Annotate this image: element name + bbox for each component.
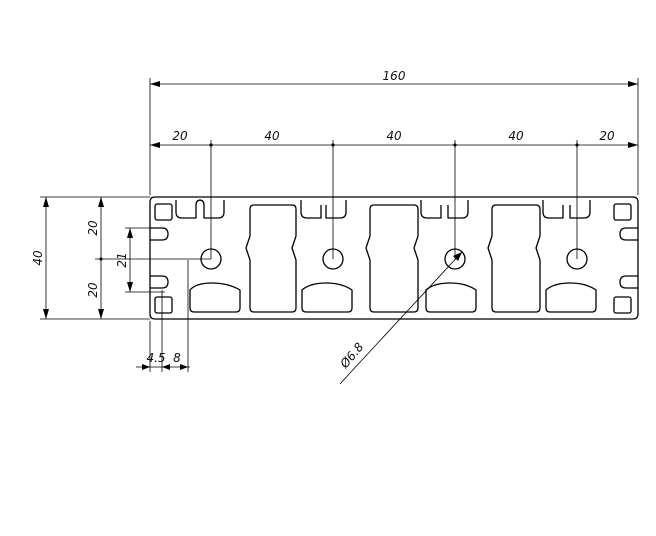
horizontal-dimensions: 160 20 40 40 40 20 [149,69,639,259]
vertical-dimensions: 40 20 20 21 [31,196,211,320]
dim-slot-opening: 21 [115,252,129,267]
dim-slot-offset: 8 [173,351,181,365]
bottom-dimensions: 4.5 8 [136,260,190,372]
dim-slot-depth: 4.5 [146,351,165,365]
dim-spacing-right: 20 [599,129,615,143]
dim-overall-height: 40 [31,250,45,266]
dim-spacing-left: 20 [172,129,188,143]
lower-pockets [189,282,597,313]
dim-overall-width: 160 [383,69,406,83]
dim-spacing-mid-3: 40 [508,129,524,143]
side-slots [150,227,638,289]
dim-half-height-bottom: 20 [86,282,100,298]
cavities [245,204,541,313]
dim-half-height-top: 20 [86,220,100,236]
diameter-leader: Ø6.8 [337,251,463,385]
core-holes [200,248,588,270]
profile-outline [149,196,639,320]
top-slots [175,199,591,219]
dim-hole-diameter: Ø6.8 [337,340,367,372]
dim-spacing-mid-1: 40 [264,129,280,143]
dim-spacing-mid-2: 40 [386,129,402,143]
corner-squares [154,203,632,314]
